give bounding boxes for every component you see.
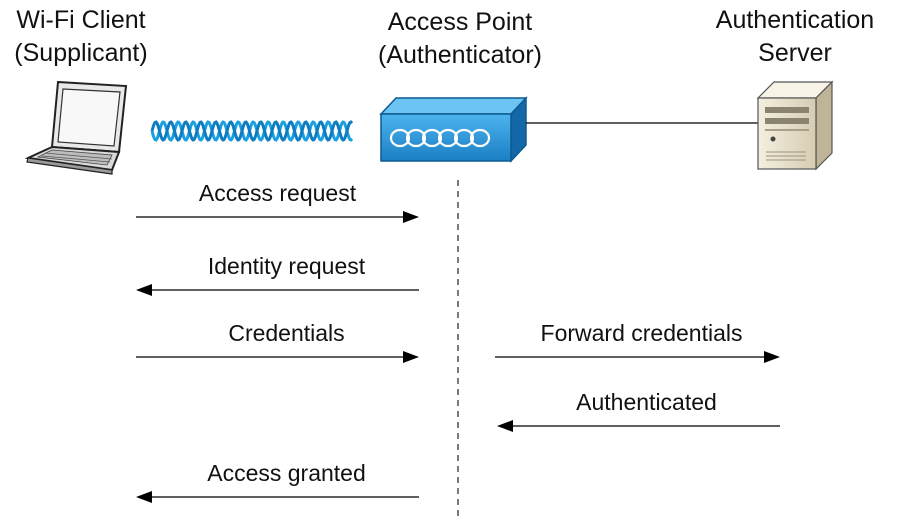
server-label: Authentication Server — [690, 4, 900, 70]
message-arrow-authenticated — [497, 420, 780, 432]
wireless-signal-icon — [150, 120, 354, 142]
laptop-icon — [24, 80, 128, 175]
message-arrow-credentials — [136, 351, 419, 363]
message-label-authenticated: Authenticated — [576, 389, 717, 415]
message-label-access-request: Access request — [198, 180, 357, 206]
access-point-icon — [379, 96, 528, 163]
message-arrow-identity-request — [136, 284, 419, 296]
client-subtitle: (Supplicant) — [14, 39, 148, 67]
client-label: Wi-Fi Client (Supplicant) — [0, 4, 162, 70]
ap-title: Access Point — [387, 8, 533, 36]
access-point-loop — [437, 128, 459, 148]
access-point-loop — [421, 128, 443, 148]
server-icon — [756, 80, 834, 171]
ap-label: Access Point (Authenticator) — [355, 6, 565, 72]
message-arrow-access-granted — [136, 491, 419, 503]
access-point-loop — [469, 128, 491, 148]
ap-subtitle: (Authenticator) — [378, 41, 542, 69]
message-label-forward-credentials: Forward credentials — [540, 320, 743, 346]
message-arrow-access-request — [136, 211, 419, 223]
server-subtitle: Server — [758, 39, 832, 67]
message-label-access-granted: Access granted — [207, 460, 366, 486]
message-label-identity-request: Identity request — [207, 253, 366, 279]
message-arrow-forward-credentials — [495, 351, 780, 363]
client-title: Wi-Fi Client — [16, 6, 146, 34]
server-title: Authentication — [715, 6, 875, 34]
message-label-credentials: Credentials — [228, 320, 345, 346]
access-point-loop — [453, 128, 475, 148]
access-point-loop — [405, 128, 427, 148]
access-point-loop — [389, 128, 411, 148]
